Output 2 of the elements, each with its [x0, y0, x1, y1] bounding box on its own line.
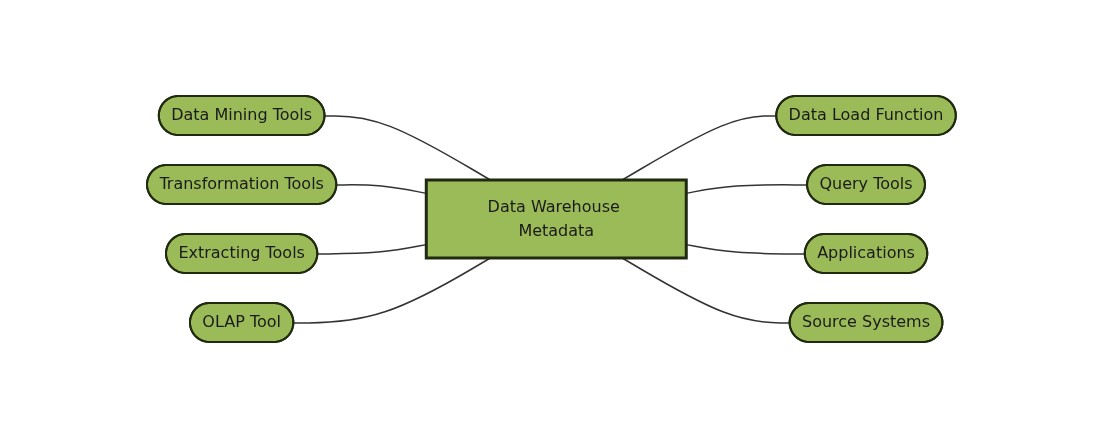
- node-box: Data Warehouse Metadata: [424, 178, 688, 260]
- connector: [292, 257, 491, 324]
